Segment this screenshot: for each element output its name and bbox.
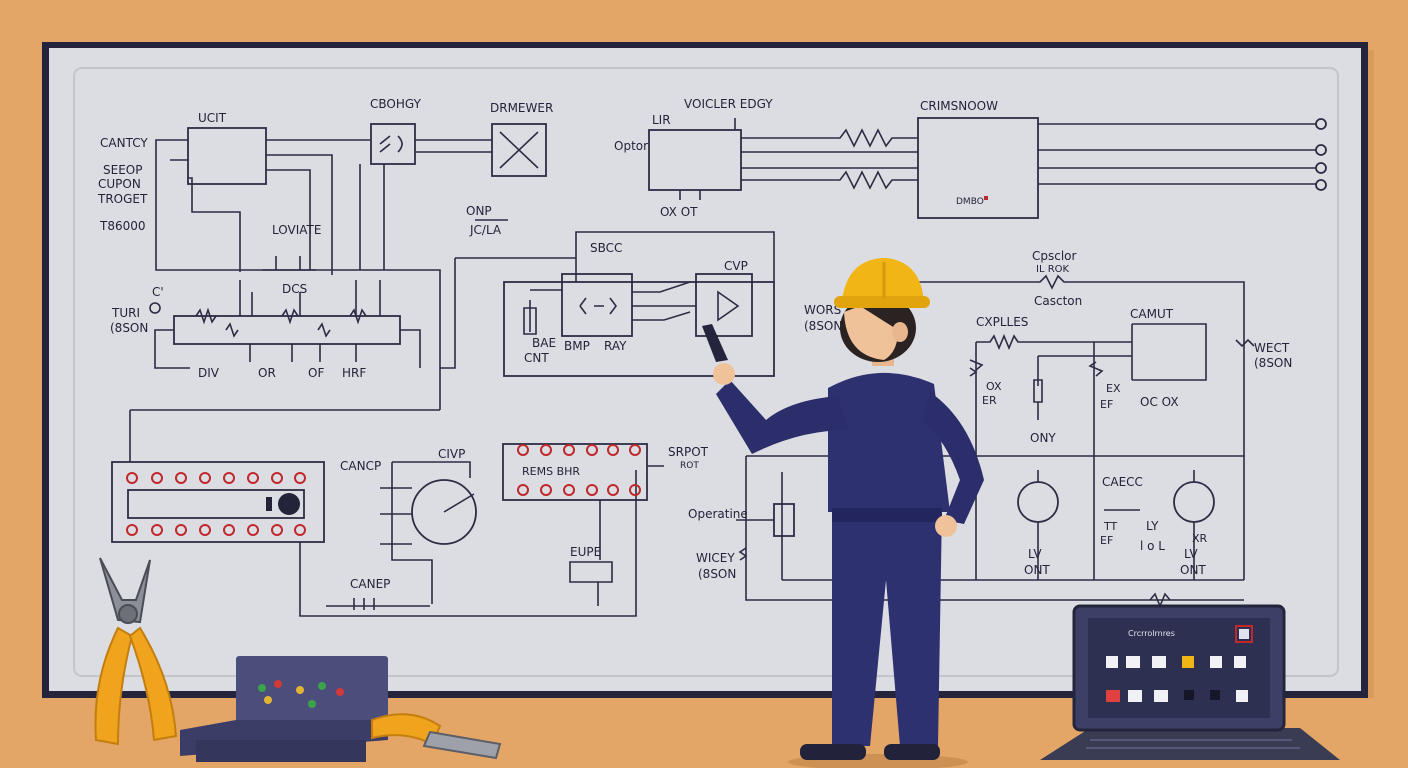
label-caecc: CAECC — [1102, 475, 1143, 489]
pen-icon — [702, 324, 728, 362]
terminal-3 — [1315, 162, 1327, 174]
label-il-rok: IL ROK — [1036, 264, 1070, 275]
label-eson-bot: (8SON — [698, 567, 736, 581]
label-or: OR — [258, 366, 276, 380]
label-ef-2: EF — [1100, 534, 1113, 547]
diagram-labels: UCIT CANTCY SEEOP CUPON TROGET T86000 CB… — [97, 97, 1292, 591]
label-bae: BAE — [532, 336, 556, 350]
pin-strip-pins — [517, 444, 641, 496]
opamp-block-cvp — [695, 273, 753, 337]
label-oc-ox: OC OX — [1140, 395, 1179, 409]
rotary-switch — [411, 479, 477, 545]
label-cxplles: CXPLLES — [976, 315, 1028, 329]
laptop-icon: Crcrrolrnres — [1040, 604, 1340, 760]
label-operatine: Operatine — [688, 507, 748, 521]
label-cancp: CANCP — [340, 459, 381, 473]
label-ex: EX — [1106, 382, 1121, 395]
label-c-prime: C' — [152, 285, 164, 299]
label-eson-right: (8SON — [1254, 356, 1292, 370]
label-srpot: SRPOT — [668, 445, 709, 459]
label-of: OF — [308, 366, 324, 380]
label-lv-1: LV — [1028, 547, 1042, 561]
label-eupe: EUPE — [570, 545, 601, 559]
label-jcla: JC/LA — [469, 223, 502, 237]
label-tt: TT — [1103, 520, 1118, 533]
label-civp: CIVP — [438, 447, 465, 461]
label-rot: ROT — [680, 461, 699, 471]
label-drmewer: DRMEWER — [490, 101, 553, 115]
chip-pins-top — [126, 472, 306, 484]
label-er: ER — [982, 394, 997, 407]
label-ont-2: ONT — [1180, 563, 1206, 577]
label-ont-1: ONT — [1024, 563, 1050, 577]
terminal-4 — [1315, 179, 1327, 191]
label-cvp-mid: CVP — [724, 259, 748, 273]
label-ucit: UCIT — [198, 111, 227, 125]
ic-block-cbohgy — [370, 123, 416, 165]
label-voicler: VOICLER EDGY — [684, 97, 773, 111]
ic-chip-bottom-left — [111, 461, 325, 543]
label-ox: OX — [986, 380, 1002, 393]
label-div: DIV — [198, 366, 220, 380]
label-loviate: LOVIATE — [272, 223, 321, 237]
label-ef: EF — [1100, 398, 1113, 411]
circuit-diagram — [111, 117, 1327, 617]
label-canticy: CANTCY — [100, 136, 148, 150]
label-wect: WECT — [1254, 341, 1290, 355]
pliers-icon — [94, 557, 178, 746]
label-dcs: DCS — [282, 282, 307, 296]
label-bmp: BMP — [564, 339, 590, 353]
label-t86000: T86000 — [99, 219, 146, 233]
label-ly: LY — [1146, 519, 1159, 533]
chip-pins-bottom — [126, 524, 306, 536]
sbcc-panel — [503, 281, 775, 377]
label-ray: RAY — [604, 339, 627, 353]
pin-strip — [502, 443, 648, 501]
terminal-2 — [1315, 144, 1327, 156]
label-canep: CANEP — [350, 577, 390, 591]
label-ony: ONY — [1030, 431, 1056, 445]
label-rems: REMS BHR — [522, 465, 580, 478]
label-seeop: SEEOP — [103, 163, 142, 177]
terminal-1 — [1315, 118, 1327, 130]
label-onp: ONP — [466, 204, 492, 218]
label-cbohgy: CBOHGY — [370, 97, 422, 111]
label-crimsnoow: CRIMSNOOW — [920, 99, 998, 113]
switch-block-drmewer — [491, 123, 547, 177]
breadboard-icon — [180, 656, 388, 762]
label-lv-2: LV — [1184, 547, 1198, 561]
ucit-block — [187, 127, 267, 185]
label-eson-left: (8SON — [110, 321, 148, 335]
label-troget: TROGET — [97, 192, 148, 206]
label-cupon: CUPON — [98, 177, 141, 191]
opamp-block-bmp — [561, 273, 633, 337]
helmet-icon — [834, 258, 930, 308]
label-lol: l o L — [1140, 539, 1165, 553]
label-wors: WORS — [804, 303, 841, 317]
label-wicey: WICEY — [696, 551, 735, 565]
label-cnt: CNT — [524, 351, 549, 365]
label-camut: CAMUT — [1130, 307, 1174, 321]
label-sbcc: SBCC — [590, 241, 622, 255]
engineer-figure — [702, 258, 984, 768]
laptop-screen-title: Crcrrolrnres — [1128, 629, 1175, 638]
label-oxot: OX OT — [660, 205, 698, 219]
label-dmbo: DMBO — [956, 197, 984, 207]
label-cpsclor: Cpsclor — [1032, 249, 1077, 263]
label-lir: LIR — [652, 113, 671, 127]
wire-stripper-icon — [371, 713, 502, 760]
label-hrf: HRF — [342, 366, 366, 380]
label-cascton: Cascton — [1034, 294, 1082, 308]
label-eson-mid: (8SON — [804, 319, 842, 333]
lir-block — [648, 129, 742, 191]
label-turi: TURI — [111, 306, 140, 320]
label-xr: XR — [1192, 532, 1208, 545]
label-optor: Optor — [614, 139, 648, 153]
